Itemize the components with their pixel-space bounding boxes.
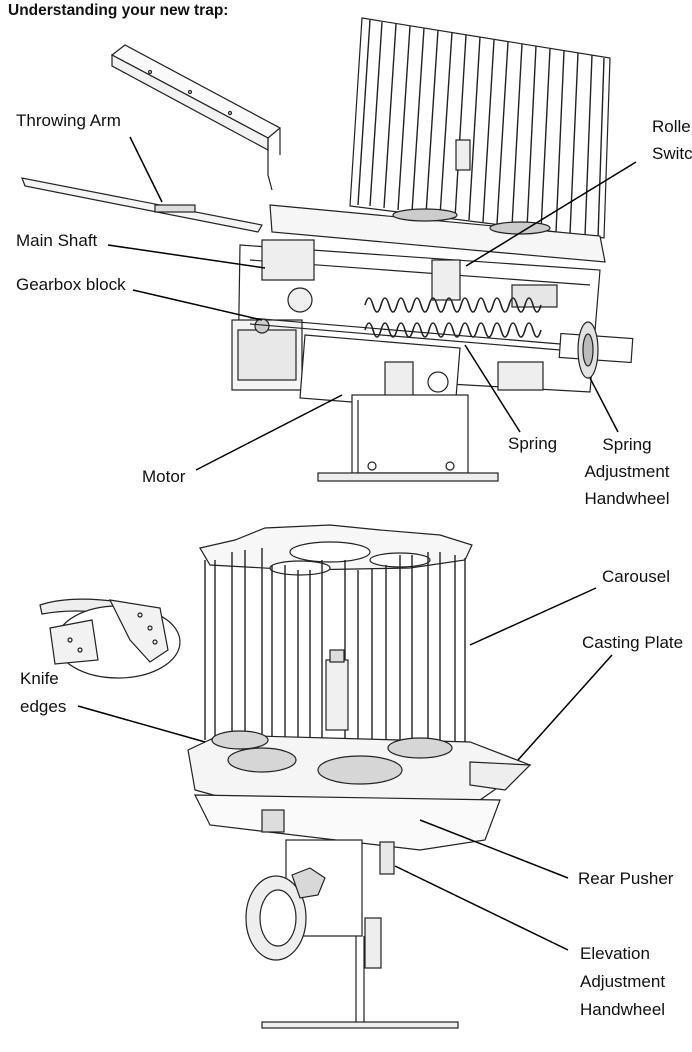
label-elevation-line-2: Adjustment bbox=[580, 972, 666, 991]
label-rear-pusher: Rear Pusher bbox=[578, 869, 674, 888]
label-elevation-line-1: Elevation bbox=[580, 944, 650, 963]
bottom-leader-lines bbox=[77, 587, 613, 951]
label-roller-switch-line-1: Rolle bbox=[652, 117, 691, 136]
label-elevation-line-3: Handwheel bbox=[580, 1000, 666, 1019]
bottom-stand-drawing bbox=[261, 936, 459, 1029]
throwing-arm-drawing bbox=[21, 177, 263, 233]
label-knife-line-1: Knife bbox=[20, 669, 59, 688]
label-spring-adjustment-handwheel: Spring Adjustment Handwheel bbox=[572, 431, 682, 512]
lower-frame-drawing bbox=[194, 794, 501, 875]
throwing-arm-inset-drawing bbox=[110, 44, 282, 191]
label-spring: Spring bbox=[508, 434, 558, 453]
carousel-plate-drawing bbox=[269, 204, 606, 263]
spring-drawing bbox=[364, 297, 542, 338]
casting-plate-drawing bbox=[187, 730, 532, 809]
label-elevation-adjustment-handwheel: Elevation Adjustment Handwheel bbox=[580, 940, 665, 1024]
carousel-drawing bbox=[199, 524, 473, 770]
knife-edges-inset-drawing bbox=[39, 598, 181, 679]
label-roller-switch: Rolle Switc bbox=[652, 113, 692, 167]
label-knife-edges: Knife edges bbox=[20, 665, 66, 721]
label-throwing-arm: Throwing Arm bbox=[16, 111, 121, 130]
page-title: Understanding your new trap: bbox=[8, 2, 229, 19]
top-stand-drawing bbox=[317, 394, 499, 482]
label-carousel: Carousel bbox=[602, 567, 671, 586]
spring-adjustment-handwheel-drawing bbox=[577, 321, 599, 379]
label-gearbox-block: Gearbox block bbox=[16, 275, 126, 294]
frame-drawing bbox=[231, 239, 601, 411]
label-spring-adj-line-2: Adjustment bbox=[584, 462, 670, 481]
label-motor: Motor bbox=[142, 467, 186, 486]
label-main-shaft: Main Shaft bbox=[16, 231, 98, 250]
elevation-handwheel-drawing bbox=[245, 839, 382, 969]
label-casting-plate: Casting Plate bbox=[582, 633, 684, 652]
top-leader-lines bbox=[107, 136, 637, 471]
magazine-tubes-drawing bbox=[349, 17, 611, 239]
label-spring-adj-line-1: Spring bbox=[602, 435, 652, 454]
label-roller-switch-line-2: Switc bbox=[652, 144, 692, 163]
label-knife-line-2: edges bbox=[20, 697, 67, 716]
label-spring-adj-line-3: Handwheel bbox=[584, 489, 670, 508]
